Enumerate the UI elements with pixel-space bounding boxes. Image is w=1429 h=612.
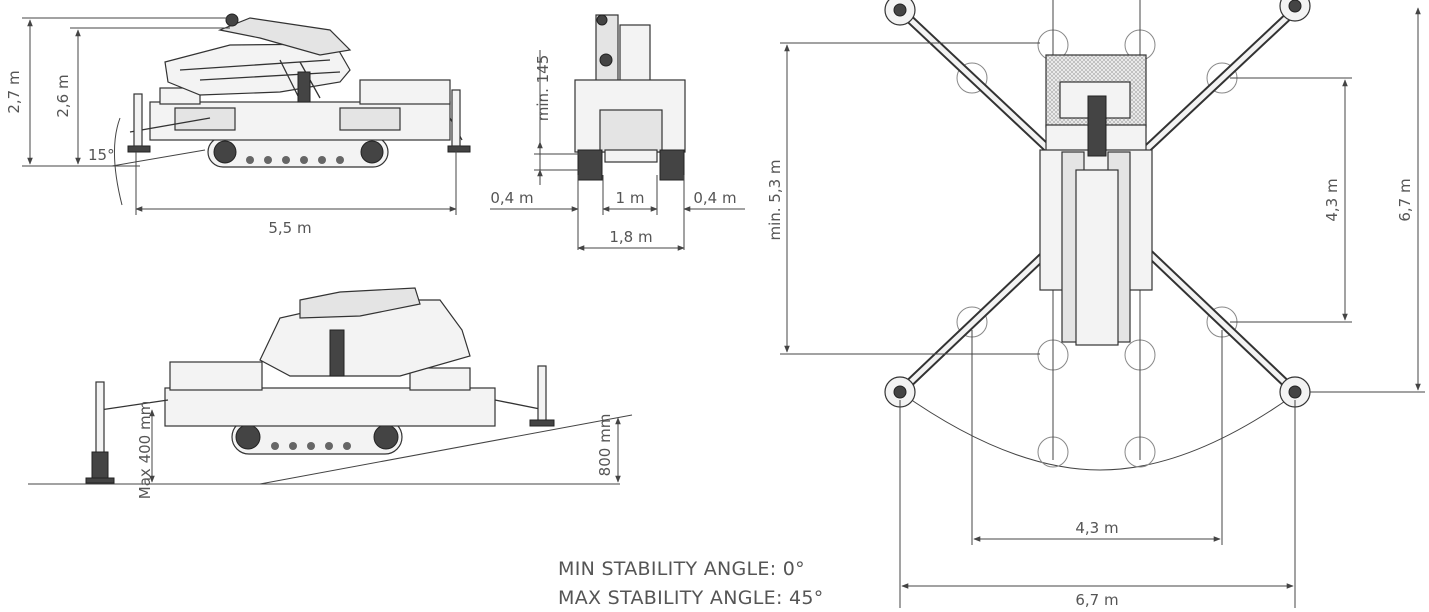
top-outer-width-label: 6,7 m	[1075, 591, 1118, 609]
front-clearance-label: min. 145	[534, 55, 552, 121]
top-outer-height-label: 6,7 m	[1396, 178, 1414, 221]
slope-height-label: 800 mm	[596, 414, 614, 477]
top-view-machine	[884, 0, 1311, 408]
front-offset-right-label: 0,4 m	[693, 189, 736, 207]
slope-view-machine	[85, 287, 555, 484]
side-angle-label: 15°	[88, 146, 115, 164]
top-view: min. 5,3 m 4,3 m 6,7 m 4,3 m 6,7 m	[766, 0, 1425, 609]
slope-view: Max 400 mm 800 mm	[28, 287, 633, 499]
slope-max-leg-label: Max 400 mm	[136, 401, 154, 499]
front-overall-width-label: 1,8 m	[609, 228, 652, 246]
side-view: 2,7 m 2,6 m 15° 5,5 m	[5, 13, 471, 237]
side-height-body-label: 2,6 m	[54, 74, 72, 117]
front-offset-left-label: 0,4 m	[490, 189, 533, 207]
side-length-label: 5,5 m	[268, 219, 311, 237]
side-height-total-label: 2,7 m	[5, 70, 23, 113]
front-view: min. 145 0,4 m 1 m 0,4 m 1,8 m	[490, 14, 745, 251]
top-inner-width-label: 4,3 m	[1075, 519, 1118, 537]
top-inner-height-label: 4,3 m	[1323, 178, 1341, 221]
top-min-length-label: min. 5,3 m	[766, 159, 784, 240]
side-view-machine	[127, 13, 471, 168]
front-track-width-label: 1 m	[616, 189, 645, 207]
max-stability-angle-note: MAX STABILITY ANGLE: 45°	[558, 587, 824, 609]
front-view-machine	[574, 14, 686, 181]
min-stability-angle-note: MIN STABILITY ANGLE: 0°	[558, 558, 805, 580]
